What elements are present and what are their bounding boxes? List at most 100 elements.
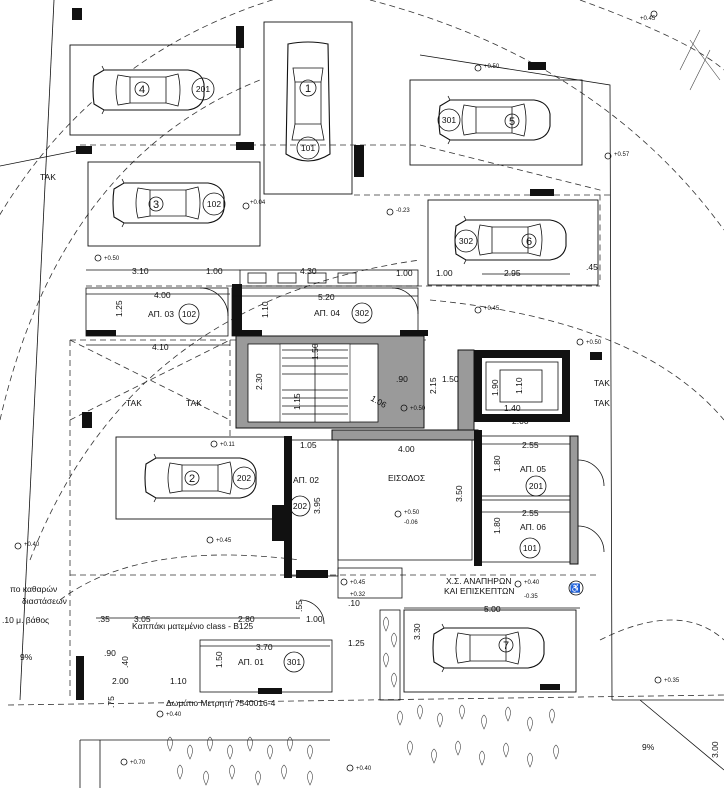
planting-area (79, 29, 724, 788)
parking-number-6: 6 (526, 236, 532, 248)
level-0.06: -0.06 (404, 520, 418, 526)
dim-0.40: .40 (120, 656, 130, 668)
slope-right-label: 9% (642, 742, 655, 752)
storage-label-ap03: ΑΠ. 03 (148, 309, 174, 319)
parking-bay-7 (403, 609, 577, 693)
level-0.04: +0.04 (250, 200, 266, 206)
slope-left-label: 9% (20, 652, 33, 662)
dim-2.55-a: 2.55 (522, 440, 539, 450)
door-swings (199, 287, 605, 625)
dim-0.10: .10 (348, 598, 360, 608)
storage-label-ap06: ΑΠ. 06 (520, 522, 546, 532)
level-0.40-c: +0.40 (166, 712, 182, 718)
level-0.50-a: +0.50 (484, 64, 500, 70)
dim-3.95: 3.95 (312, 497, 322, 514)
level-markers (14, 10, 662, 772)
dim-3.30: 3.30 (412, 623, 422, 640)
parking-bay-3 (87, 161, 261, 247)
tak-label-5: ΤΑΚ (594, 398, 610, 408)
parking-number-7: 7 (503, 640, 509, 652)
wc-label-line2: ΚΑΙ ΕΠΙΣΚΕΠΤΩΝ (444, 586, 515, 596)
storage-unit-201: 201 (529, 481, 543, 491)
dim-1.50-b: 1.50 (442, 374, 459, 384)
dim-1.80-b: 1.80 (492, 517, 502, 534)
dim-1.00-d: 1.00 (306, 614, 323, 624)
parking-unit-301: 301 (442, 115, 456, 125)
dim-3.10: 3.10 (132, 266, 149, 276)
dim-1.00-c: 1.00 (436, 268, 453, 278)
level-0.50-c: +0.50 (586, 340, 602, 346)
level-0.50-e: +0.50 (404, 510, 420, 516)
level-0.50-d: +0.50 (410, 406, 426, 412)
parking-number-1: 1 (305, 83, 311, 95)
dim-5.20: 5.20 (318, 292, 335, 302)
dim-4.00-a: 4.00 (154, 290, 171, 300)
level-0.45-b: +0.45 (484, 306, 500, 312)
level-0.57: +0.57 (614, 152, 630, 158)
dim-1.50-c: 1.50 (214, 651, 224, 668)
dim-1.00-b: 1.00 (396, 268, 413, 278)
level-0.70: +0.70 (130, 760, 146, 766)
wc-label-line1: Χ.Σ. ΑΝΑΠΗΡΩΝ (446, 576, 511, 586)
parking-unit-102: 102 (207, 199, 221, 209)
parking-bay-5 (409, 79, 583, 166)
parking-unit-202: 202 (237, 473, 251, 483)
parking-unit-201: 201 (196, 84, 210, 94)
level-0.50-b: +0.50 (104, 256, 120, 262)
accessible-icon: ♿ (570, 583, 581, 593)
car-numbers: 4 201 1 101 5 301 3 102 6 302 2 202 7 (134, 77, 537, 653)
parking-bay-6 (427, 199, 599, 286)
building-walls (72, 8, 602, 700)
storage-label-ap01: ΑΠ. 01 (238, 657, 264, 667)
storage-unit-101: 101 (523, 543, 537, 553)
level-0.11: +0.11 (220, 442, 235, 448)
level-0.45-a: +0.45 (640, 16, 656, 22)
parking-bay-4 (69, 44, 241, 136)
level-0.35-b: +0.35 (664, 678, 680, 684)
storage-unit-302: 302 (355, 308, 369, 318)
dim-2.00-b: 2.00 (112, 676, 129, 686)
dim-0.55: .55 (294, 600, 304, 612)
plot-boundary (0, 0, 724, 706)
room-labels: ΕΙΣΟΔΟΣ Χ.Σ. ΑΝΑΠΗΡΩΝ ΚΑΙ ΕΠΙΣΚΕΠΤΩΝ Καπ… (2, 172, 655, 752)
dim-1.50-a: 1.50 (310, 343, 320, 360)
level-0.23: -0.23 (396, 208, 410, 214)
dim-1.40: 1.40 (504, 403, 521, 413)
level-labels: +0.45 +0.50 +0.57 +0.04 -0.23 +0.50 +0.4… (24, 16, 680, 772)
storage-unit-102: 102 (182, 309, 196, 319)
tak-label-4: ΤΑΚ (594, 378, 610, 388)
level-0.45-c: +0.45 (216, 538, 232, 544)
parking-number-5: 5 (509, 116, 515, 128)
dim-2.30: 2.30 (254, 373, 264, 390)
dim-2.80: 2.80 (238, 614, 255, 624)
dimension-labels: 3.10 1.00 4.30 1.00 1.00 2.95 .45 4.00 5… (86, 262, 720, 758)
tak-label-1: ΤΑΚ (40, 172, 56, 182)
dim-2.95: 2.95 (504, 268, 521, 278)
dim-3.05: 3.05 (134, 614, 151, 624)
level-0.45-d: +0.45 (350, 580, 366, 586)
dim-0.45: .45 (586, 262, 598, 272)
level-0.32: +0.32 (350, 592, 366, 598)
dim-0.75: .75 (106, 696, 116, 708)
dim-4.30: 4.30 (300, 266, 317, 276)
tak-label-2: ΤΑΚ (126, 398, 142, 408)
dim-2.15: 2.15 (428, 377, 438, 394)
parking-bay-1 (263, 21, 353, 195)
stairs (282, 344, 348, 422)
dim-1.15: 1.15 (292, 393, 302, 410)
dim-1.00-a: 1.00 (206, 266, 223, 276)
level-0.40-a: +0.40 (24, 542, 40, 548)
dim-3.00: 3.00 (710, 741, 720, 758)
dim-1.90-b: 1.90 (490, 379, 500, 396)
dim-5.00: 5.00 (484, 604, 501, 614)
dim-1.25-b: 1.25 (348, 638, 365, 648)
parking-unit-101: 101 (301, 143, 315, 153)
dim-1.25: 1.25 (114, 300, 124, 317)
cleaning-note-line3: .10 μ. βάθος (2, 615, 49, 625)
tak-label-3: ΤΑΚ (186, 398, 202, 408)
storage-labels: ΑΠ. 03 102 ΑΠ. 04 302 ΑΠ. 02 202 ΑΠ. 05 … (148, 302, 547, 673)
parking-number-2: 2 (189, 473, 195, 485)
storage-label-ap05: ΑΠ. 05 (520, 464, 546, 474)
dim-4.00-b: 4.00 (398, 444, 415, 454)
